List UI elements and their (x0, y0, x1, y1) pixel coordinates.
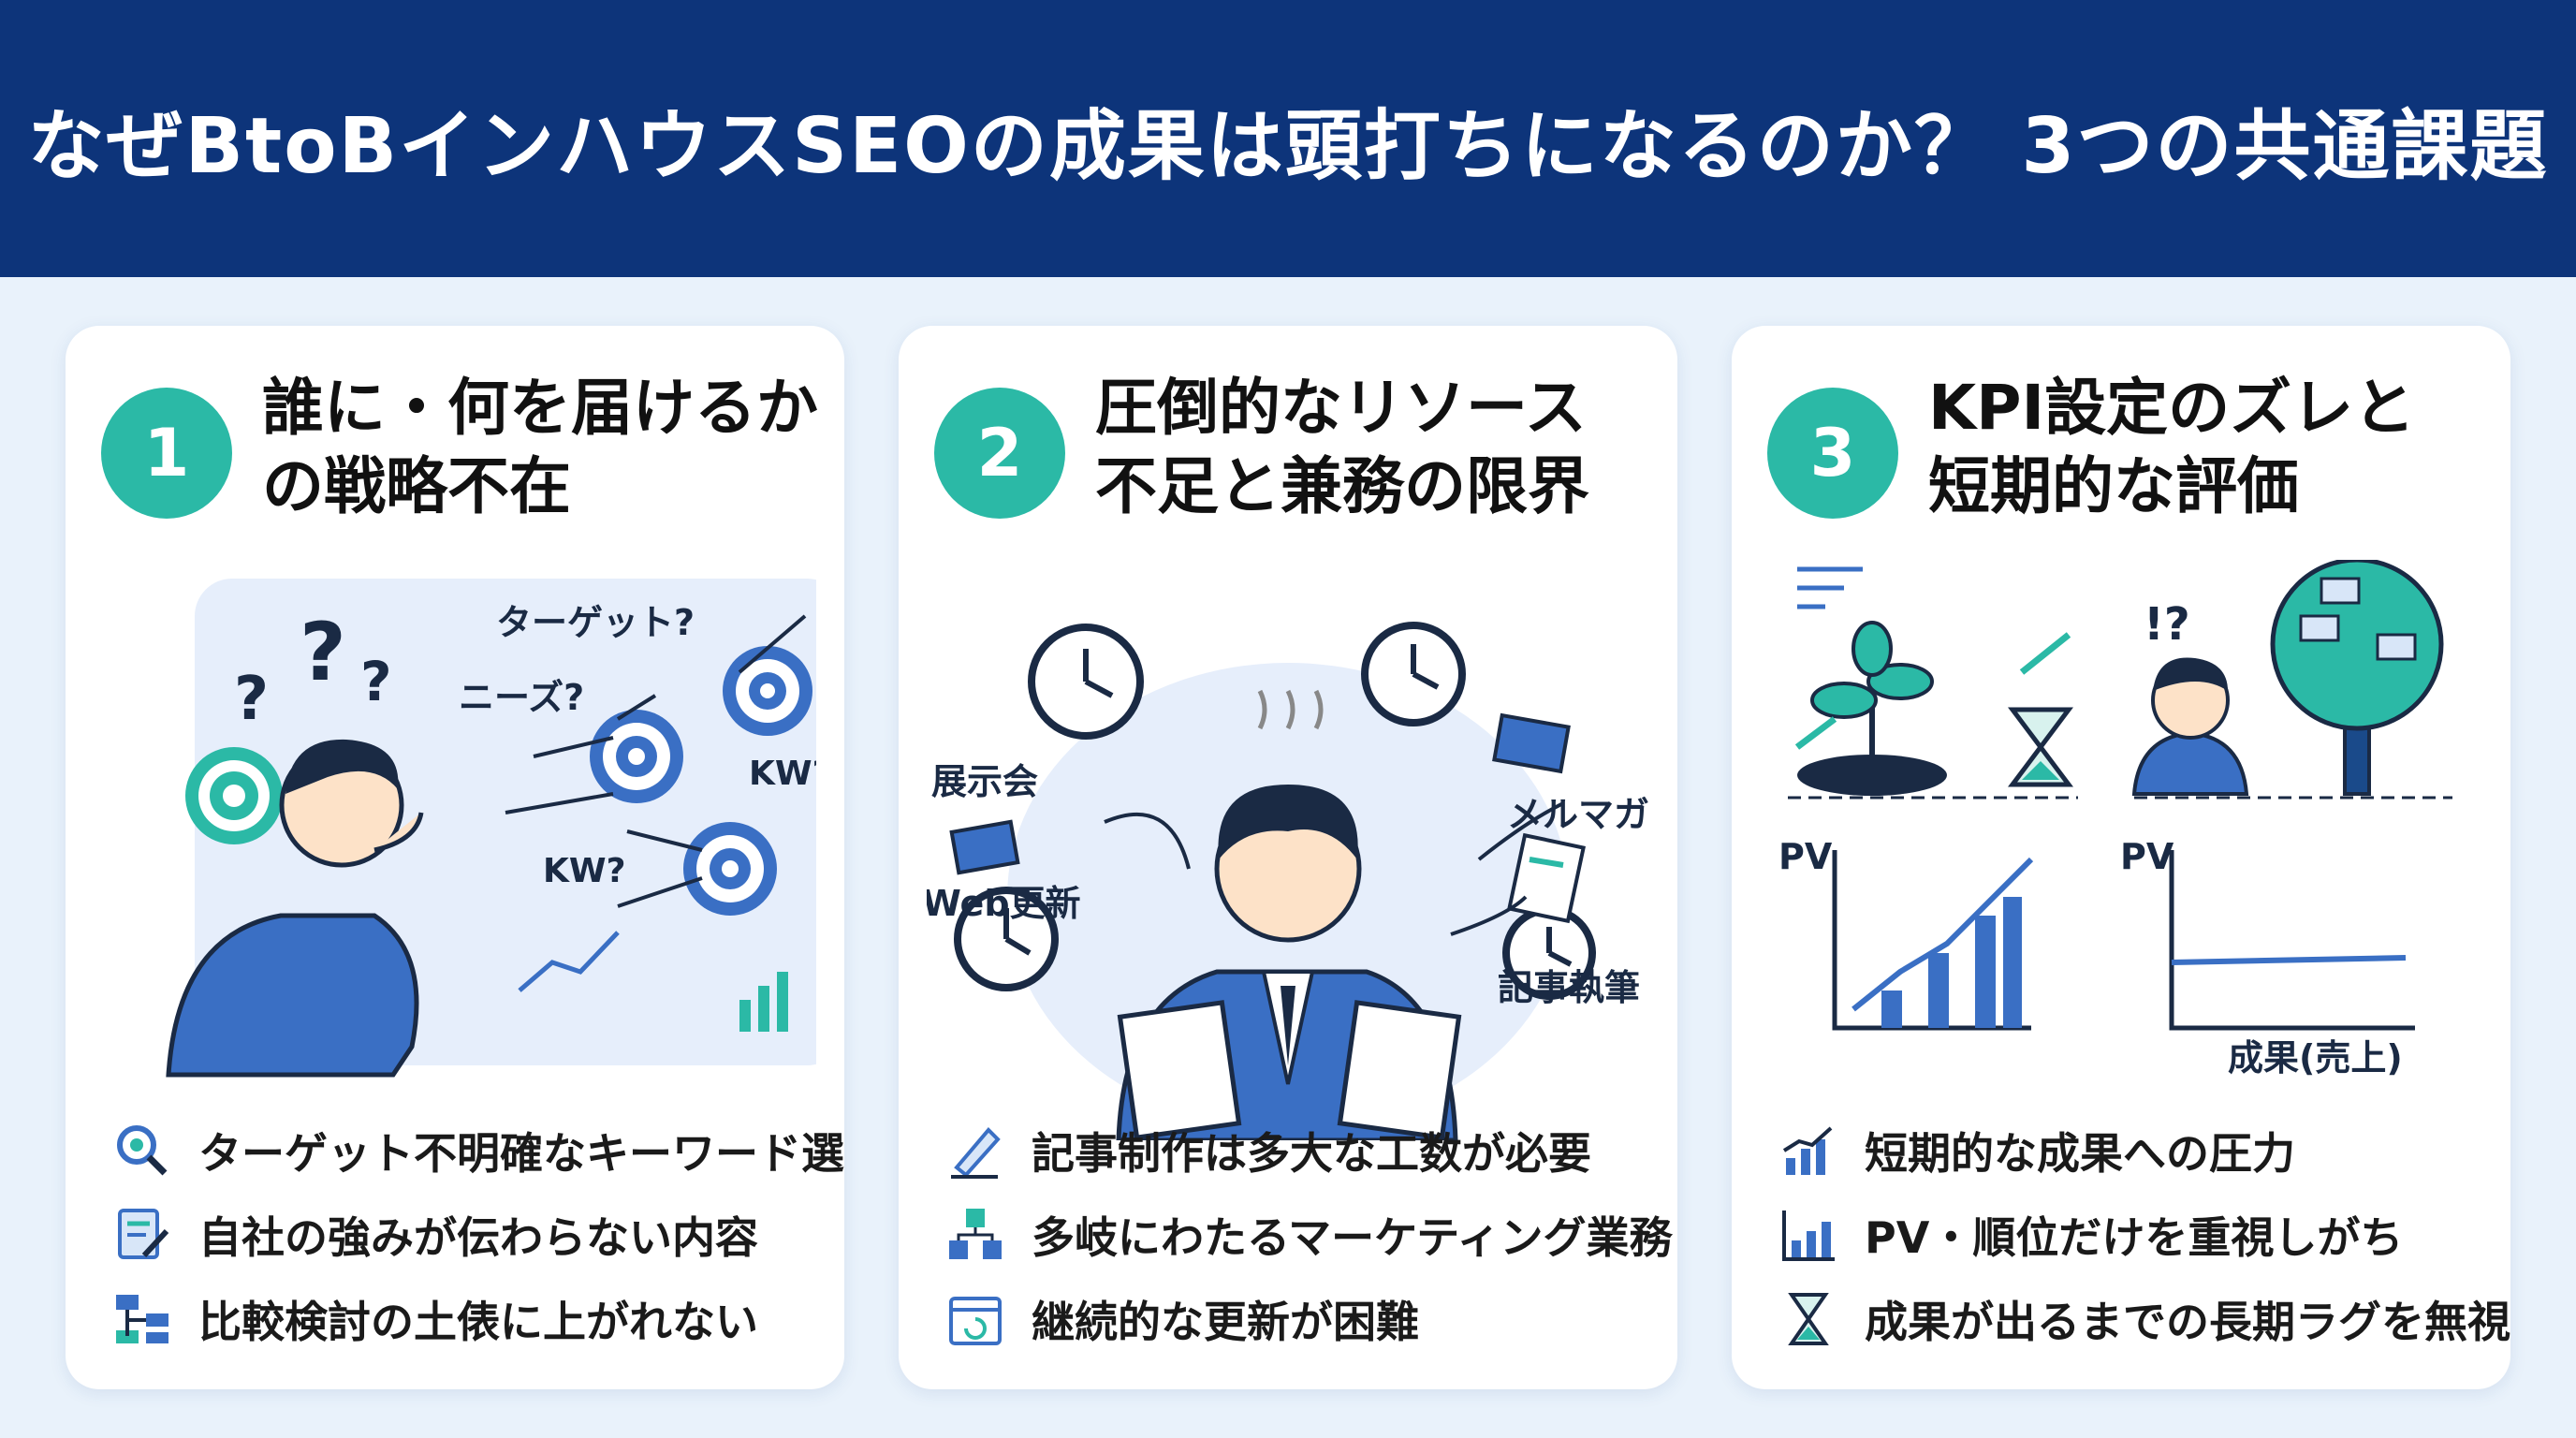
hourglass-icon (2008, 707, 2073, 787)
issue-title-line2: 短期的な評価 (1928, 450, 2299, 522)
bullet-text: 自社の強みが伝わらない内容 (198, 1212, 758, 1263)
issue-title: 圧倒的なリソース 不足と兼務の限界 (1095, 369, 1657, 526)
issue-title-line2: 不足と兼務の限界 (1095, 450, 1589, 522)
trend-line-icon (518, 931, 620, 992)
illus-label-target: ターゲット? (496, 602, 695, 643)
arrow-icons (505, 614, 807, 908)
money-tree-icon (2270, 560, 2444, 796)
target-icon (683, 822, 777, 916)
header-banner: なぜBtoBインハウスSEOの成果は頭打ちになるのか？ 3つの共通課題 (0, 0, 2576, 277)
target-icon (185, 747, 283, 844)
bullet-item: 継続的な更新が困難 (945, 1277, 1666, 1361)
pen-icon (951, 1127, 1001, 1179)
illus-label-needs: ニーズ? (459, 677, 584, 718)
growth-arrow-icon (2019, 632, 2071, 675)
thinking-person-icon (166, 739, 424, 1078)
issue-bullet-list: 短期的な成果への圧力 PV・順位だけを重視しがち 成果が出るまでの長期ラグを無視 (1778, 1108, 2510, 1361)
kpi-gap-illustration: !? PV PV 成果(売上) (1778, 560, 2452, 1078)
confused-person-icon (2131, 657, 2249, 796)
growth-arrow-icon (1794, 716, 1837, 750)
chart-label-pv-2: PV (2120, 836, 2174, 877)
issue-number-badge: 1 (101, 388, 232, 519)
strategy-confusion-illustration: ? ? ? ターゲット? ニーズ? KW? KW? (166, 579, 816, 1078)
chart-label-pv-1: PV (1778, 836, 1833, 877)
trend-line (1852, 857, 2034, 1012)
target-icon (590, 710, 683, 803)
issue-bullet-list: ターゲット不明確なキーワード選定 自社の強みが伝わらない内容 比較検討の土俵に上… (112, 1108, 844, 1361)
bar-chart-icon (1782, 1211, 1835, 1261)
issue-title-line1: 圧倒的なリソース (1095, 372, 1587, 444)
question-mark-icon: ? (300, 606, 346, 699)
bullet-text: 記事制作は多大な工数が必要 (1032, 1128, 1591, 1179)
illus-label-kw-1: KW? (749, 755, 816, 793)
bullet-item: 成果が出るまでの長期ラグを無視 (1778, 1277, 2510, 1361)
illus-label-writing: 記事執筆 (1498, 967, 1640, 1008)
documents-icon (1117, 1000, 1462, 1140)
issue-card-1: 1 誰に・何を届けるか の戦略不在 ? ? ? ターゲット? ニーズ? KW? … (66, 326, 844, 1389)
illus-label-web-update: Web更新 (927, 883, 1081, 924)
overworked-person-illustration: 展示会 Web更新 メルマガ 記事執筆 (927, 622, 1649, 1140)
flat-line (2171, 955, 2407, 965)
page-title: なぜBtoBインハウスSEOの成果は頭打ちになるのか？ 3つの共通課題 (27, 101, 2549, 191)
issue-card-2: 2 圧倒的なリソース 不足と兼務の限界 展示会 We (899, 326, 1677, 1389)
issue-number-badge: 2 (934, 388, 1065, 519)
arrow-icons (1104, 801, 1564, 936)
bullet-text: 多岐にわたるマーケティング業務 (1032, 1212, 1673, 1263)
issue-title: 誰に・何を届けるか の戦略不在 (262, 369, 824, 526)
bar-chart-up-icon (1782, 1126, 1833, 1175)
bullet-text: 比較検討の土俵に上がれない (198, 1297, 758, 1347)
illus-label-surprise: !? (2144, 598, 2190, 651)
bullet-text: 短期的な成果への圧力 (1865, 1128, 2295, 1179)
target-icon (723, 646, 812, 736)
bullet-text: 成果が出るまでの長期ラグを無視 (1865, 1297, 2510, 1347)
mail-icon (949, 819, 1020, 875)
issue-bullet-list: 記事制作は多大な工数が必要 多岐にわたるマーケティング業務 継続的な更新が困難 (945, 1108, 1672, 1361)
issue-title-line1: 誰に・何を届けるか (262, 372, 818, 444)
issue-title-line1: KPI設定のズレと (1928, 372, 2416, 444)
bullet-item: 多岐にわたるマーケティング業務 (945, 1193, 1672, 1277)
bullet-item: 記事制作は多大な工数が必要 (945, 1108, 1666, 1193)
question-mark-icon: ? (234, 665, 269, 734)
bullet-item: 自社の強みが伝わらない内容 (112, 1193, 833, 1277)
bullet-text: ターゲット不明確なキーワード選定 (198, 1128, 844, 1179)
pv-growth-chart: PV (1778, 836, 2034, 1031)
illus-label-newsletter: メルマガ (1507, 794, 1649, 835)
bullet-item: 比較検討の土俵に上がれない (112, 1277, 833, 1361)
question-mark-icon: ? (360, 650, 392, 713)
issue-card-3: 3 KPI設定のズレと 短期的な評価 !? (1732, 326, 2510, 1389)
mini-bar-chart-icon (739, 972, 788, 1032)
clock-icon (954, 887, 1059, 991)
issue-title-line2: の戦略不在 (262, 450, 571, 522)
target-search-icon (117, 1125, 168, 1176)
cubes-network-icon (949, 1209, 1002, 1259)
steam-icon (1257, 689, 1324, 730)
chart-label-revenue: 成果(売上) (2228, 1037, 2403, 1078)
calendar-refresh-icon (949, 1297, 1002, 1345)
writing-document-icon (1507, 832, 1586, 924)
bullet-item: 短期的な成果への圧力 (1778, 1108, 2499, 1193)
issue-number-badge: 3 (1767, 388, 1898, 519)
clock-icon (1028, 624, 1144, 740)
bullet-item: ターゲット不明確なキーワード選定 (112, 1108, 844, 1193)
bullet-text: 継続的な更新が困難 (1032, 1297, 1419, 1347)
clock-icon (1361, 622, 1466, 726)
illus-label-exhibition: 展示会 (931, 761, 1038, 802)
illus-label-kw-2: KW? (543, 852, 626, 890)
sitemap-icon (116, 1295, 168, 1343)
revenue-flat-chart: PV 成果(売上) (2120, 836, 2415, 1078)
bullet-text: PV・順位だけを重視しがち (1865, 1212, 2404, 1263)
mail-icon (1492, 712, 1571, 774)
list-lines-icon (1797, 566, 1863, 609)
issue-title: KPI設定のズレと 短期的な評価 (1928, 369, 2490, 526)
hourglass-icon (1788, 1293, 1829, 1345)
document-edit-icon (118, 1209, 169, 1259)
sprout-icon (1797, 621, 1947, 796)
bullet-item: PV・順位だけを重視しがち (1778, 1193, 2499, 1277)
